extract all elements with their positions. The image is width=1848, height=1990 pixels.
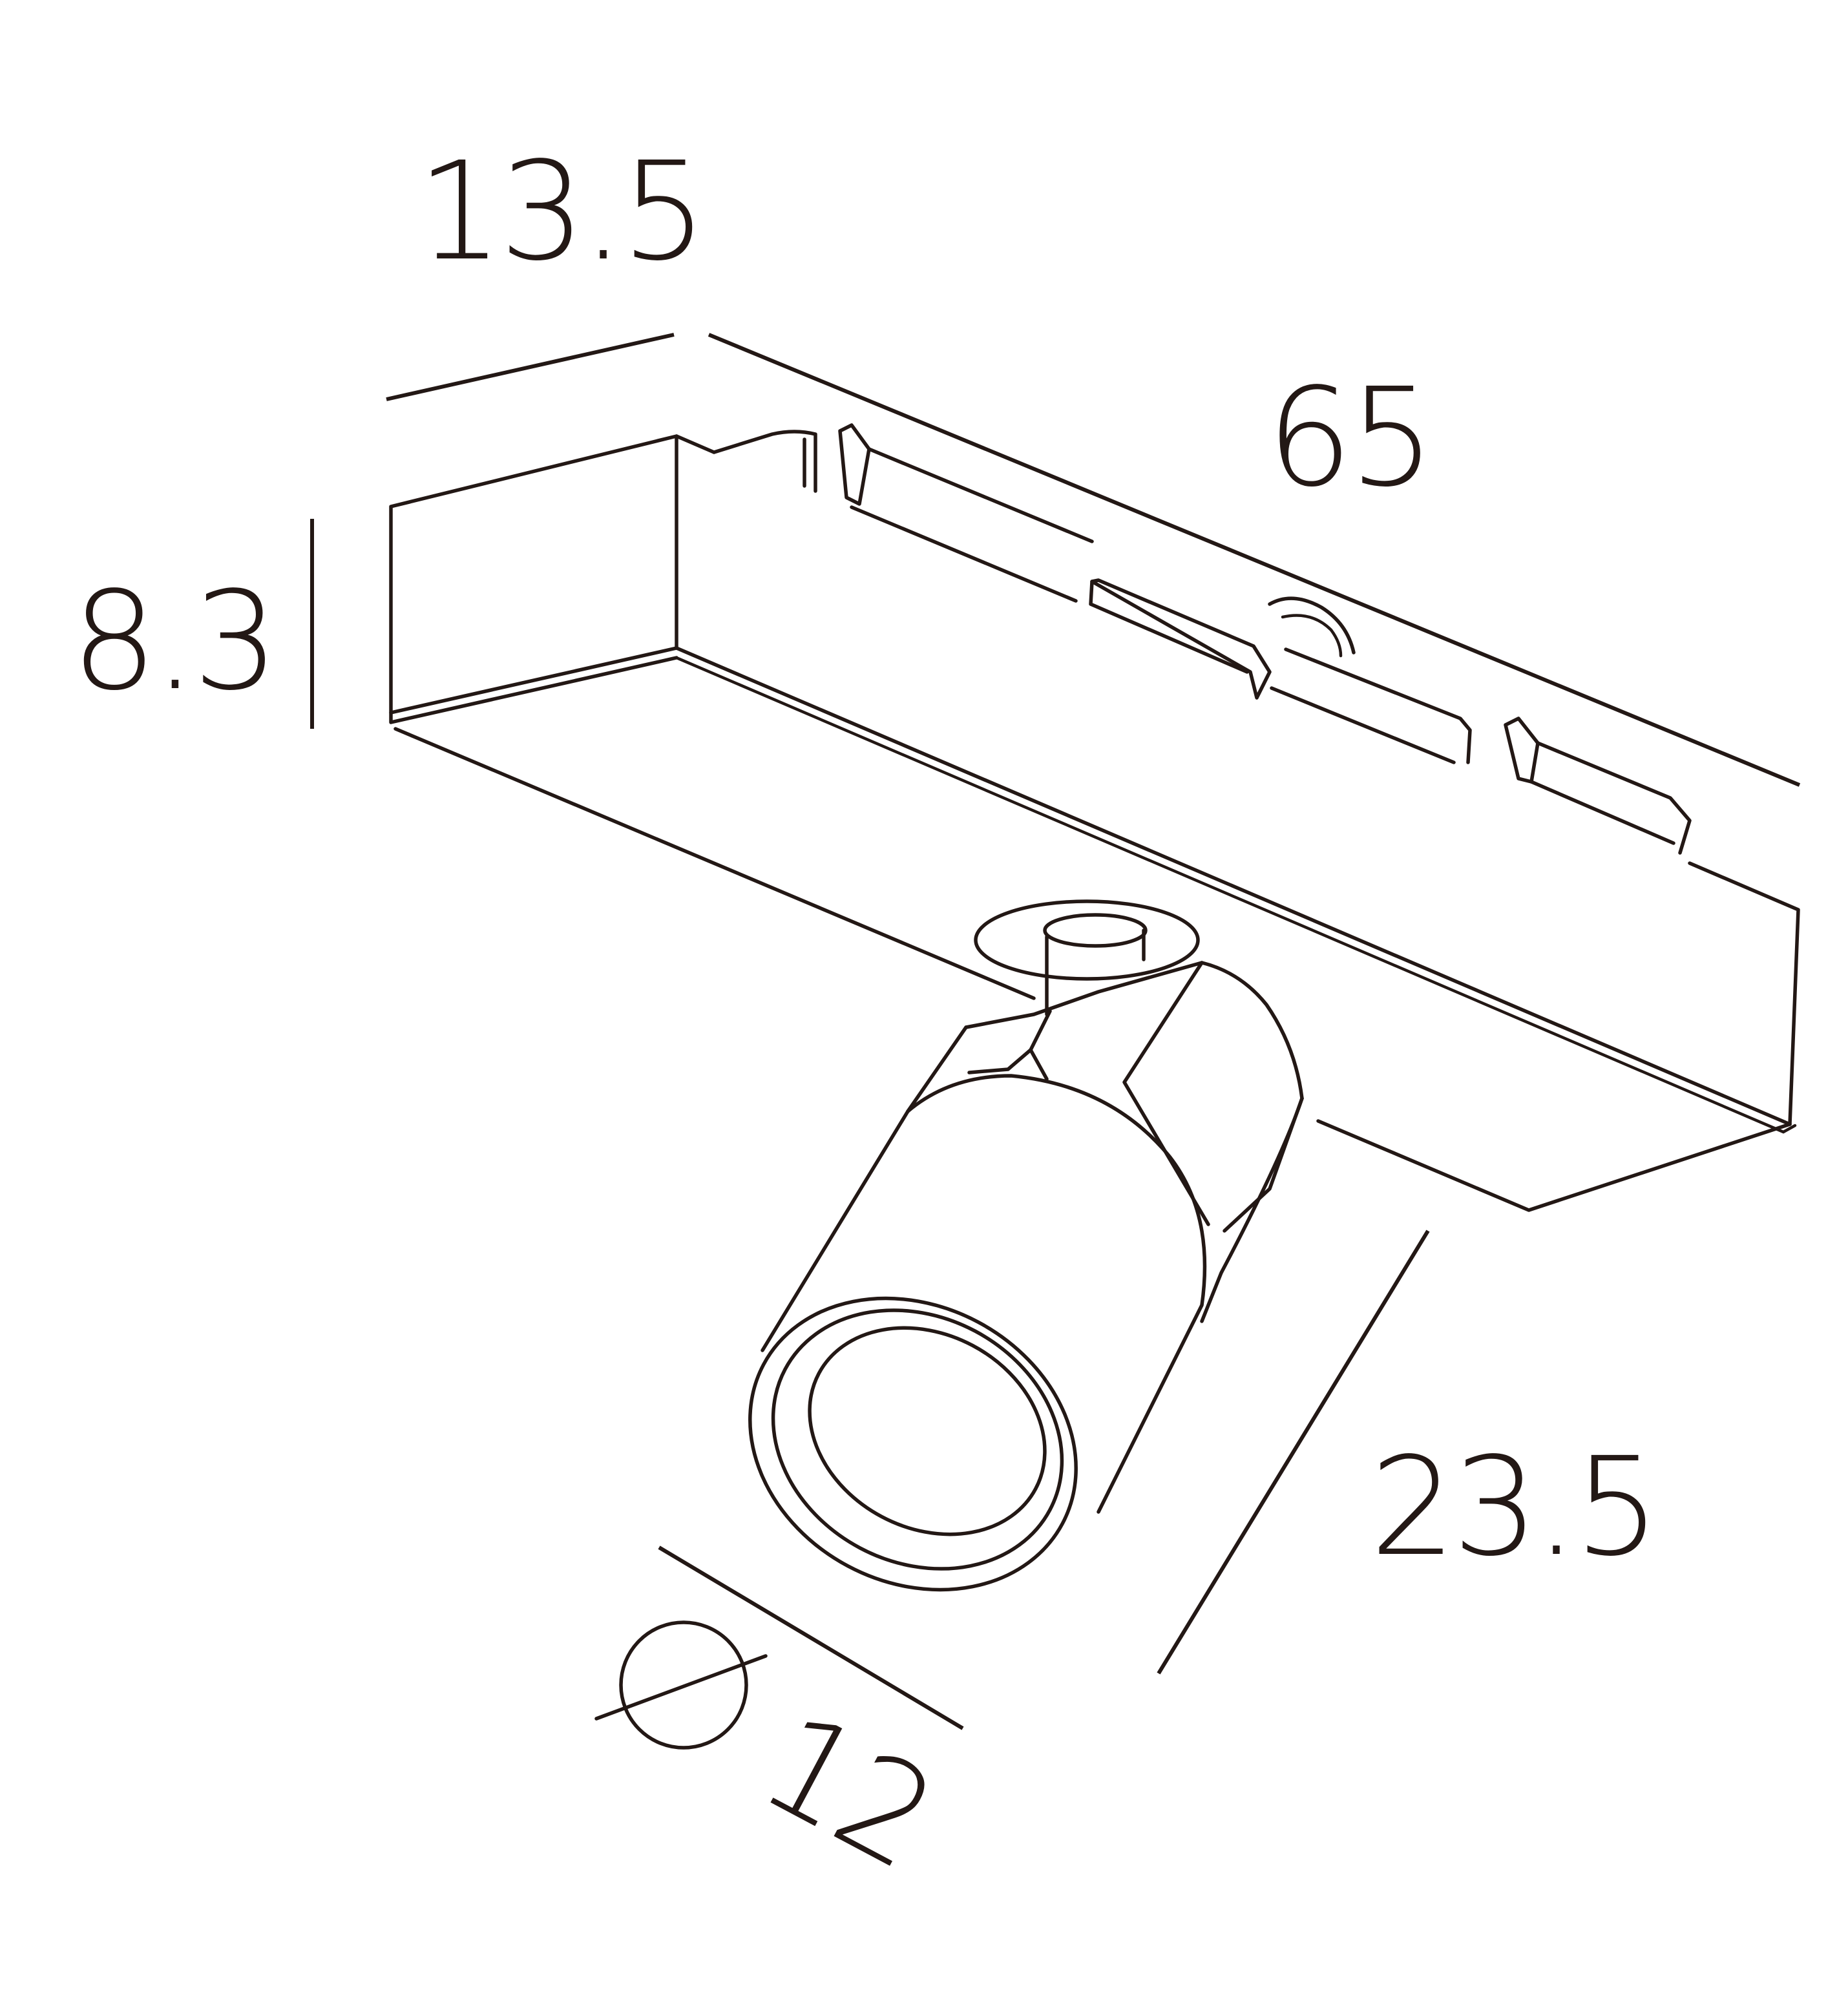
label-length: 65	[1266, 359, 1431, 517]
mount-ring	[974, 899, 1200, 981]
diameter-icon	[594, 1620, 768, 1750]
label-width: 13.5	[417, 132, 704, 291]
track-adapter-body	[389, 434, 1800, 1212]
dimension-line-projection	[1157, 1230, 1430, 1675]
label-diameter: 12	[738, 1682, 958, 1899]
label-projection: 23.5	[1370, 1428, 1657, 1586]
lens	[808, 1326, 1047, 1536]
dimension-line-diameter	[658, 1545, 964, 1730]
spotlight-head	[748, 899, 1304, 1592]
lens-bezel-inner	[771, 1308, 1064, 1571]
label-height: 8.3	[71, 562, 275, 720]
dimension-line-length	[708, 333, 1801, 787]
dimension-line-width	[386, 333, 675, 401]
lens-bezel-outer	[748, 1296, 1078, 1592]
rail-contacts	[712, 423, 1692, 855]
